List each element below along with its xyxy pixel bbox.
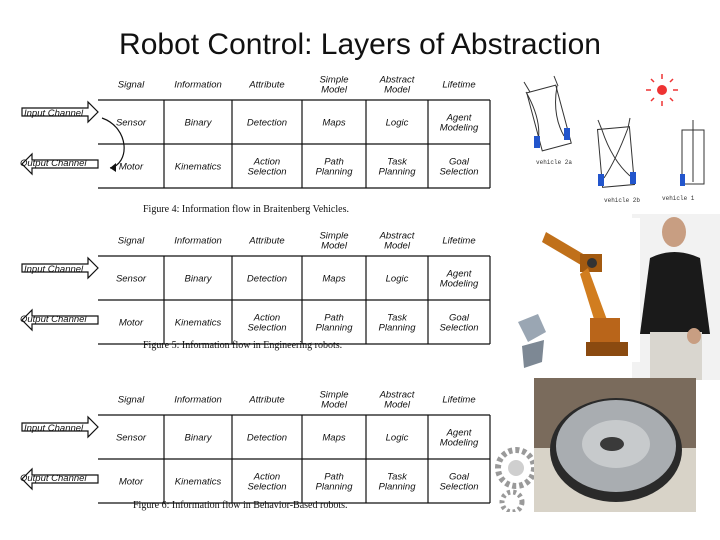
cell-motor: Motor	[119, 161, 144, 172]
cell-sensor: Sensor	[116, 273, 147, 284]
cell-logic: Logic	[386, 432, 409, 443]
input-arrow	[21, 256, 99, 280]
cell-kinematics: Kinematics	[175, 476, 222, 487]
cell-binary: Binary	[185, 117, 213, 128]
vehicle-2b-label: vehicle 2b	[604, 197, 640, 204]
header-information: Information	[174, 235, 222, 246]
input-channel-label: Input Channel	[24, 264, 84, 275]
figure-caption-5: Figure 5: Information flow in Engineerin…	[143, 340, 343, 351]
vehicle-1	[680, 120, 705, 186]
cell-maps: Maps	[322, 432, 345, 443]
light-source-icon	[646, 74, 678, 106]
figure-caption-4: Figure 4: Information flow in Braitenber…	[143, 204, 349, 215]
header-lifetime: Lifetime	[442, 394, 475, 405]
cell-maps: Maps	[322, 273, 345, 284]
cell-sensor: Sensor	[116, 117, 147, 128]
table-grid	[98, 414, 491, 504]
cell-detection: Detection	[247, 432, 287, 443]
output-channel-label: Output Channel	[20, 473, 87, 484]
vehicle-2b	[596, 117, 636, 188]
output-channel-label: Output Channel	[20, 158, 87, 169]
braitenberg-vehicles-sketch: vehicle 2a vehicle 2b vehicle 1	[523, 74, 705, 204]
cell-logic: Logic	[386, 117, 409, 128]
gripper-photo	[518, 314, 546, 368]
header-attribute: Attribute	[248, 394, 284, 405]
robot-vacuum-photo	[534, 378, 696, 512]
input-arrow	[21, 100, 99, 124]
header-attribute: Attribute	[248, 79, 284, 90]
vehicle-2a	[523, 75, 572, 152]
header-information: Information	[174, 79, 222, 90]
header-information: Information	[174, 394, 222, 405]
person-photo	[632, 214, 720, 380]
cell-detection: Detection	[247, 117, 287, 128]
header-signal: Signal	[118, 394, 145, 405]
cell-kinematics: Kinematics	[175, 161, 222, 172]
slide-title: Robot Control: Layers of Abstraction	[119, 28, 601, 61]
cell-motor: Motor	[119, 476, 144, 487]
header-lifetime: Lifetime	[442, 235, 475, 246]
cell-maps: Maps	[322, 117, 345, 128]
output-arrow	[21, 308, 99, 332]
header-attribute: Attribute	[248, 235, 284, 246]
cell-binary: Binary	[185, 432, 213, 443]
output-channel-label: Output Channel	[20, 314, 87, 325]
header-signal: Signal	[118, 79, 145, 90]
input-channel-label: Input Channel	[24, 423, 84, 434]
output-arrow	[21, 467, 99, 491]
header-signal: Signal	[118, 235, 145, 246]
cell-binary: Binary	[185, 273, 213, 284]
cell-logic: Logic	[386, 273, 409, 284]
industrial-robot-arm	[540, 218, 640, 362]
cell-kinematics: Kinematics	[175, 317, 222, 328]
table-grid	[98, 99, 491, 189]
output-arrow	[21, 152, 99, 176]
cell-sensor: Sensor	[116, 432, 147, 443]
table-grid	[98, 255, 491, 345]
cell-motor: Motor	[119, 317, 144, 328]
cell-detection: Detection	[247, 273, 287, 284]
vehicle-1-label: vehicle 1	[662, 195, 695, 202]
vehicle-2a-label: vehicle 2a	[536, 159, 572, 166]
figure-caption-6: Figure 6: Information flow in Behavior-B…	[133, 500, 348, 511]
input-channel-label: Input Channel	[24, 108, 84, 119]
header-lifetime: Lifetime	[442, 79, 475, 90]
input-arrow	[21, 415, 99, 439]
feedback-arrowhead	[110, 163, 116, 172]
